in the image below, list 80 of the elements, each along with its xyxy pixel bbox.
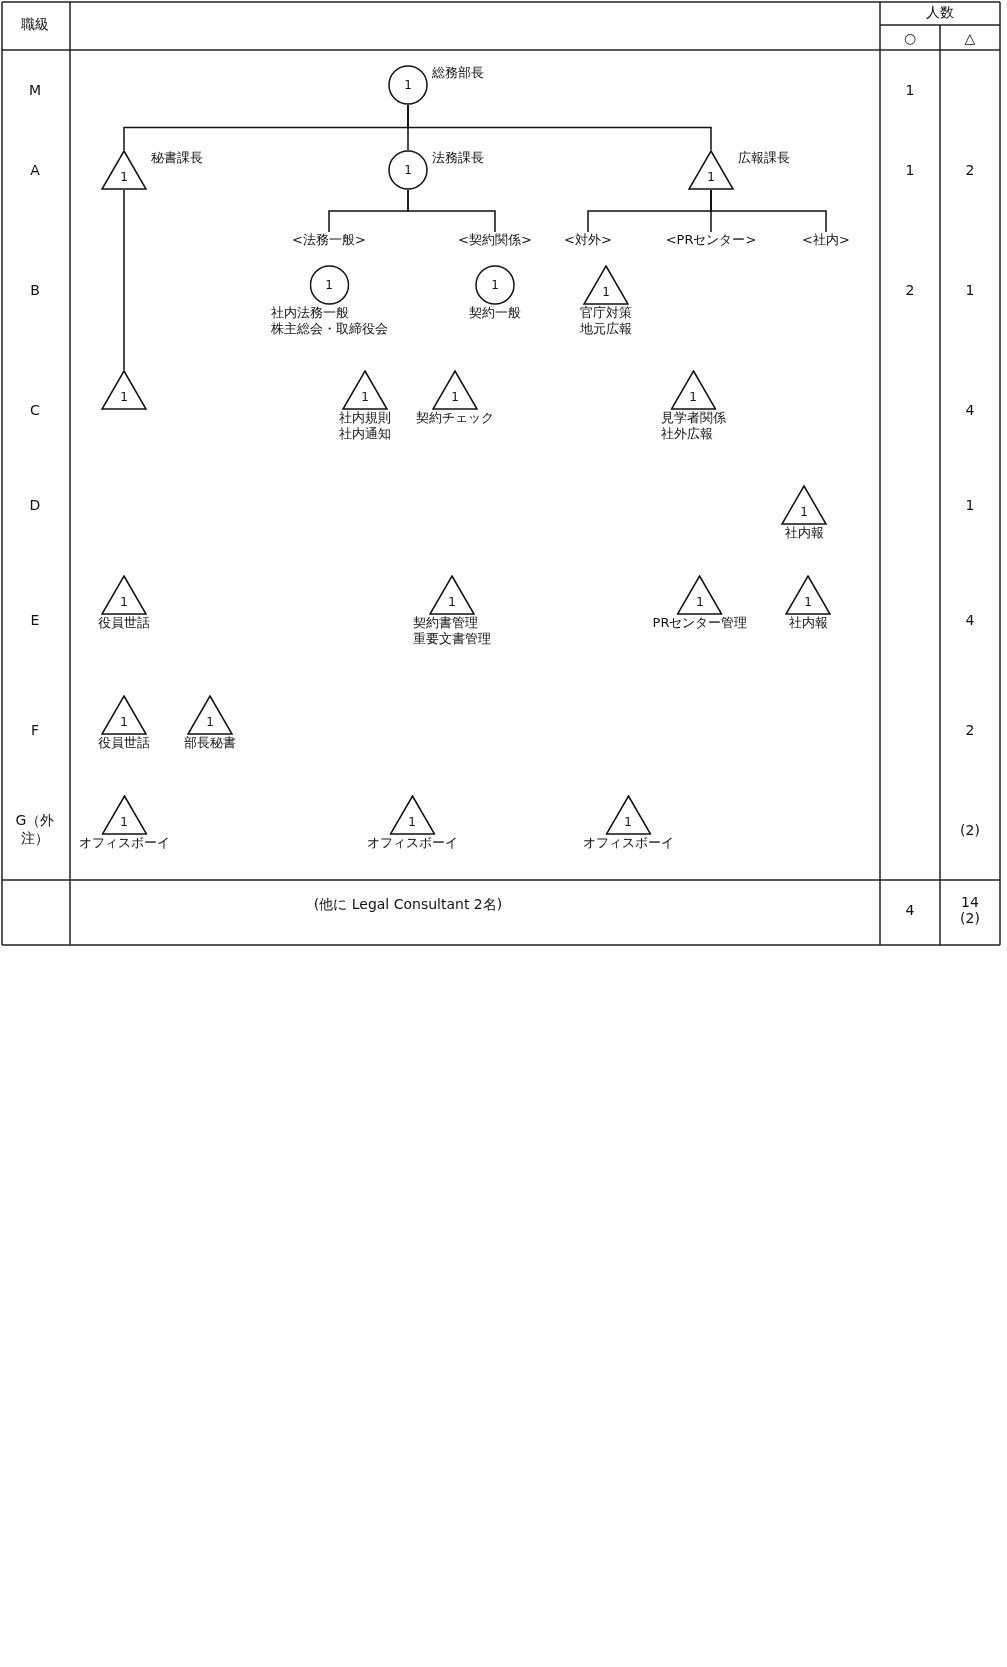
duty-label: 契約書管理: [413, 615, 479, 631]
duty-label: 社内報: [784, 525, 824, 541]
count-value: 4: [965, 612, 975, 628]
grade-label: M: [28, 82, 42, 98]
position-title: 総務部長: [432, 65, 484, 81]
count-value: 1: [905, 82, 915, 98]
duty-label: 社内通知: [339, 426, 391, 442]
headcount-number: 1: [404, 163, 412, 177]
grade-label: C: [30, 402, 40, 418]
headcount-number: 1: [120, 715, 128, 729]
headcount-number: 1: [408, 815, 416, 829]
headcount-number: 1: [624, 815, 632, 829]
duty-label: 官庁対策: [580, 305, 632, 321]
duty-label: 契約チェック: [416, 410, 494, 426]
duty-label: 契約一般: [469, 305, 521, 321]
position-title: 広報課長: [738, 150, 790, 166]
duty-label: 社内法務一般: [270, 305, 350, 321]
column-header: △: [964, 30, 976, 46]
headcount-number: 1: [120, 170, 128, 184]
headcount-number: 1: [325, 278, 333, 292]
branch-label: <法務一般>: [292, 232, 366, 248]
headcount-number: 1: [361, 390, 369, 404]
duty-label: オフィスボーイ: [366, 835, 458, 851]
duty-label: 社内報: [788, 615, 828, 631]
duty-label: 重要文書管理: [413, 631, 491, 647]
count-value: 2: [965, 162, 975, 178]
duty-label: 社内規則: [339, 410, 391, 426]
connector-line: [710, 189, 827, 233]
headcount-number: 1: [120, 815, 128, 829]
headcount-number: 1: [404, 78, 412, 92]
column-header: 人数: [926, 4, 954, 22]
grade-label: F: [30, 722, 40, 738]
branch-label: <対外>: [564, 232, 612, 248]
count-value: (2): [960, 822, 980, 838]
grade-label: G（外注）: [14, 812, 56, 848]
count-value: 4: [965, 402, 975, 418]
headcount-number: 1: [707, 170, 715, 184]
headcount-number: 1: [689, 390, 697, 404]
connector-line: [407, 189, 496, 233]
column-header: 職級: [21, 16, 49, 34]
headcount-number: 1: [451, 390, 459, 404]
grade-label: D: [29, 497, 41, 513]
duty-label: 役員世話: [98, 615, 150, 631]
duty-label: オフィスボーイ: [78, 835, 170, 851]
headcount-number: 1: [491, 278, 499, 292]
count-value: 1: [905, 162, 915, 178]
duty-label: オフィスボーイ: [582, 835, 674, 851]
duty-label: 見学者関係: [660, 410, 726, 426]
grade-label: B: [30, 282, 40, 298]
headcount-number: 1: [602, 285, 610, 299]
duty-label: 株主総会・取締役会: [270, 321, 388, 337]
headcount-number: 1: [696, 595, 704, 609]
headcount-number: 1: [804, 595, 812, 609]
grade-label: E: [30, 612, 40, 628]
duty-label: 社外広報: [660, 426, 714, 442]
count-value: 4: [905, 902, 915, 918]
count-value: 2: [965, 722, 975, 738]
duty-label: 地元広報: [580, 321, 632, 337]
headcount-number: 1: [448, 595, 456, 609]
count-value: 2: [905, 282, 915, 298]
duty-label: 役員世話: [98, 735, 150, 751]
branch-label: <PRセンター>: [665, 232, 757, 248]
connector-line: [407, 104, 712, 151]
position-title: 秘書課長: [151, 150, 203, 166]
headcount-number: 1: [120, 390, 128, 404]
duty-label: PRセンター管理: [652, 615, 748, 631]
headcount-number: 1: [206, 715, 214, 729]
branch-label: <社内>: [802, 232, 850, 248]
count-value: 1: [965, 282, 975, 298]
column-header: ○: [903, 30, 917, 46]
count-value: 1: [965, 497, 975, 513]
grade-label: A: [30, 162, 40, 178]
note-text: (他に Legal Consultant 2名): [313, 896, 503, 914]
branch-label: <契約関係>: [458, 232, 532, 248]
position-title: 法務課長: [432, 150, 484, 166]
connector-line: [123, 189, 125, 371]
headcount-number: 1: [120, 595, 128, 609]
count-value: 14 (2): [959, 894, 981, 926]
duty-label: 部長秘書: [184, 735, 236, 751]
headcount-number: 1: [800, 505, 808, 519]
